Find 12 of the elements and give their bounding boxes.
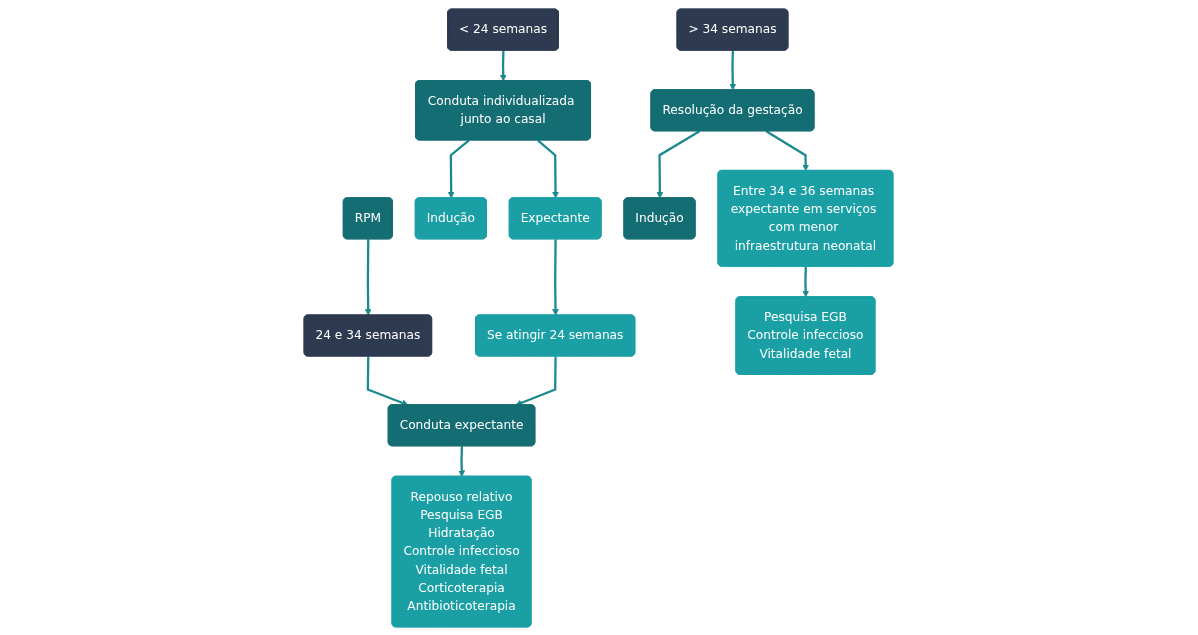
arrow (537, 138, 560, 198)
arrow (802, 266, 810, 297)
arrow (367, 355, 409, 406)
arrow (552, 238, 560, 316)
arrow (766, 129, 810, 171)
arrow (729, 50, 737, 90)
arrow (515, 355, 558, 406)
arrow (365, 238, 372, 316)
arrow (458, 445, 466, 477)
arrow (448, 138, 471, 198)
arrow (657, 129, 701, 198)
arrow (500, 50, 508, 81)
